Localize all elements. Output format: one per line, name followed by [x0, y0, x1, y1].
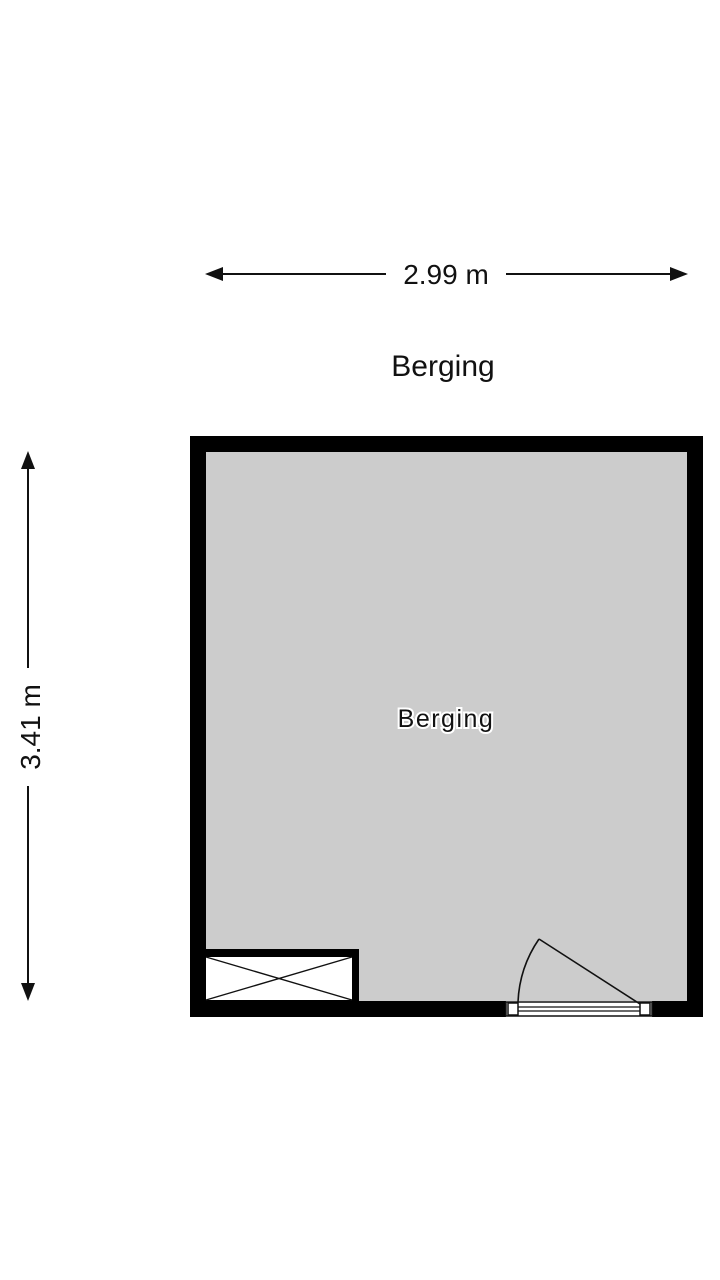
door — [517, 938, 641, 1005]
arrow-left-icon — [205, 267, 223, 281]
room-floor — [205, 451, 688, 1001]
arrow-up-icon — [21, 451, 35, 469]
width-dimension-label: 2.99 m — [403, 259, 489, 290]
wall-left — [190, 436, 206, 1017]
door-opening — [505, 1001, 653, 1017]
walls — [190, 436, 703, 1017]
plan-title: Berging — [391, 350, 494, 383]
wall-bottom-right — [652, 1001, 703, 1017]
wall-right — [687, 436, 703, 1017]
arrow-down-icon — [21, 983, 35, 1001]
arrow-right-icon — [670, 267, 688, 281]
room-label: Berging — [398, 705, 495, 733]
width-dimension: 2.99 m — [205, 259, 688, 290]
height-dimension-label: 3.41 m — [15, 684, 46, 770]
cabinet-cross-2 — [205, 956, 353, 1001]
door-frame — [505, 1001, 653, 1017]
door-swing-arc — [517, 938, 540, 1003]
storage-cabinet — [205, 949, 359, 1002]
wall-top — [190, 436, 703, 452]
door-jamb-right — [639, 1002, 651, 1016]
door-leaf — [538, 938, 641, 1005]
height-dimension: 3.41 m — [15, 451, 46, 1001]
door-jamb-left — [507, 1002, 519, 1016]
wall-bottom-left — [190, 1001, 506, 1017]
